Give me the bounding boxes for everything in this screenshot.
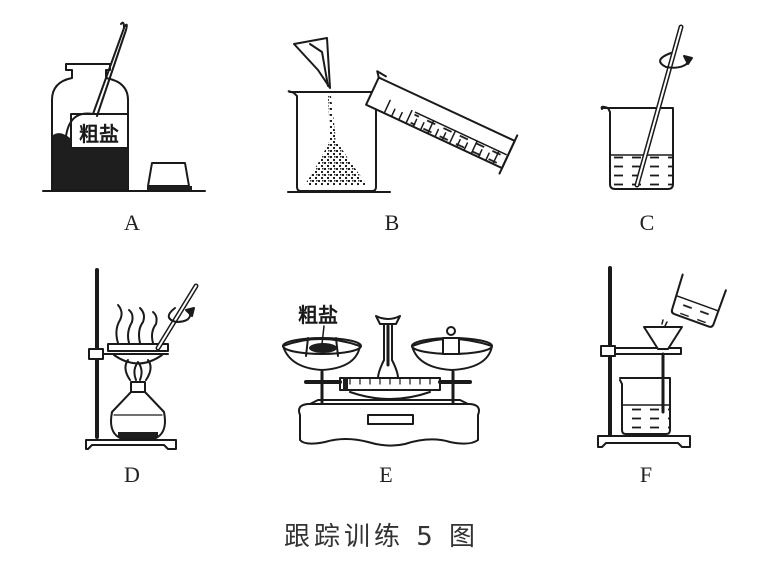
- funnel-ring: [614, 347, 682, 355]
- beaker-c: [600, 105, 674, 190]
- evaporating-dish: [107, 343, 169, 352]
- funnel: [643, 326, 683, 350]
- paper-fold: [309, 43, 329, 87]
- weight: [442, 337, 460, 355]
- panel-a-stopper: [147, 162, 192, 190]
- panel-label-f: F: [639, 462, 653, 487]
- panel-b: [287, 37, 519, 193]
- stand-base-d: [85, 439, 177, 450]
- stand-base-f: [597, 435, 691, 448]
- solid-pile: [304, 96, 368, 186]
- panel-d: [85, 268, 199, 450]
- coarse-salt-on-pan: [309, 343, 337, 353]
- panel-e: [282, 315, 493, 447]
- panel-label-a: A: [124, 210, 140, 235]
- balance-nameplate: [367, 414, 414, 425]
- panel-c: [600, 24, 693, 190]
- graduated-cylinder: [365, 70, 519, 175]
- beaker-b: [287, 90, 377, 192]
- pouring-beaker: [670, 273, 727, 328]
- stand-clamp-d: [88, 348, 104, 360]
- balance-pointer-top: [375, 315, 401, 325]
- figure-caption: 跟踪训练 5 图: [283, 522, 480, 552]
- stir-arrow: [659, 52, 691, 69]
- jar-label-box: [70, 113, 129, 149]
- panel-a-jar: [42, 21, 206, 192]
- panel-label-c: C: [639, 210, 655, 235]
- stir-arrow-d: [167, 307, 192, 323]
- panel-f: [597, 266, 727, 448]
- panel-label-b: B: [384, 210, 400, 235]
- spatula-edge: [92, 21, 125, 115]
- jar-stopper: [147, 162, 190, 187]
- balance-salt-label: 粗盐: [298, 303, 338, 327]
- spatula-spoon: [65, 112, 94, 137]
- spatula: [96, 23, 128, 117]
- panel-label-e: E: [379, 462, 393, 487]
- panel-label-d: D: [124, 462, 140, 487]
- jar-label-text: 粗盐: [79, 122, 119, 146]
- lamp-cap: [130, 381, 146, 393]
